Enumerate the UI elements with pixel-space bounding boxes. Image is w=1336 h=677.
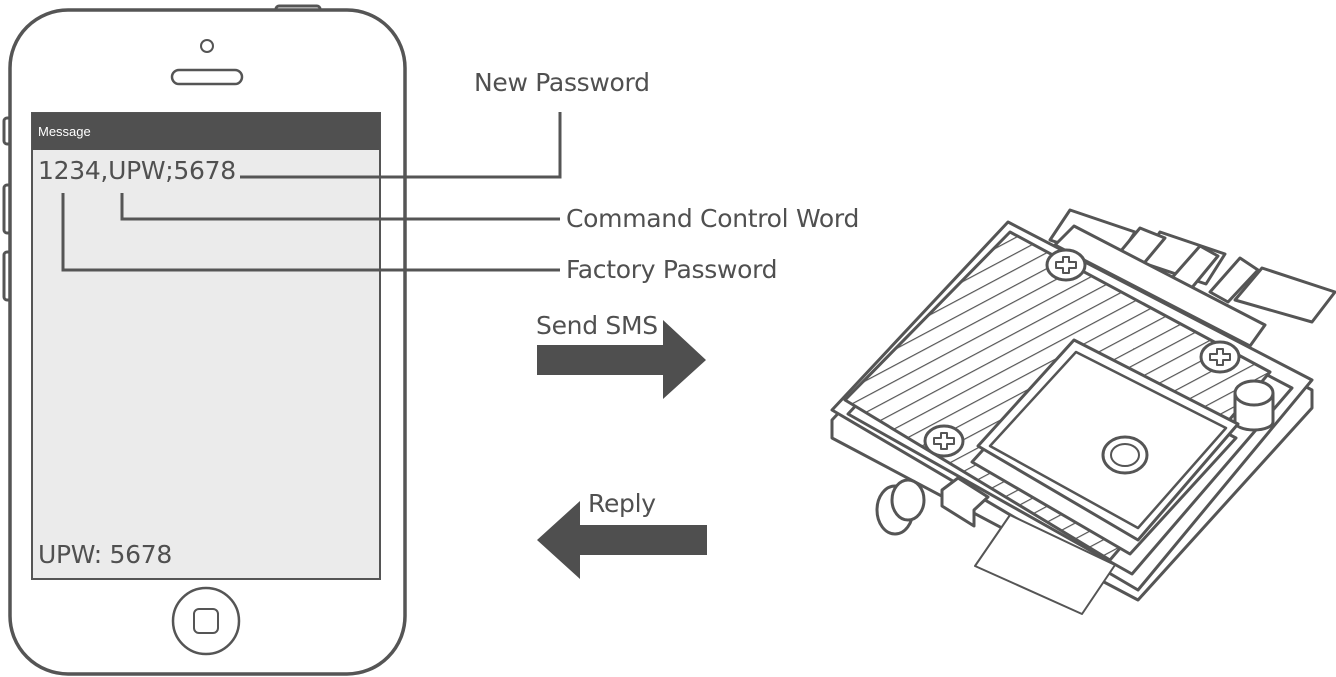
home-button-square-icon (193, 608, 219, 634)
capacitor-top (1233, 379, 1275, 407)
reply-arrow (537, 501, 707, 579)
phone-screen (31, 112, 381, 580)
antenna-feed-inner (1110, 443, 1140, 467)
connector-tab-3 (1233, 266, 1336, 324)
home-button[interactable] (171, 586, 241, 656)
callout-line-command-control-word (120, 193, 560, 221)
phone-device (2, 4, 407, 676)
gps-tracker-device (830, 208, 1336, 615)
small-connector (940, 476, 990, 528)
screw-top (1045, 248, 1087, 282)
label-send-sms: Send SMS (536, 311, 658, 340)
connector-pin-3 (1208, 256, 1260, 304)
send-arrow (537, 320, 706, 399)
phone-camera (200, 39, 214, 53)
label-command-control-word: Command Control Word (566, 204, 860, 233)
callout-line-new-password (240, 112, 562, 179)
callout-line-factory-password (61, 193, 560, 272)
label-factory-password: Factory Password (566, 255, 778, 284)
ribbon-label (974, 514, 1116, 615)
antenna-patch (988, 350, 1228, 530)
phone-speaker (170, 68, 244, 86)
screw-right (1199, 340, 1241, 374)
label-reply: Reply (588, 489, 656, 518)
screw-left (923, 424, 965, 458)
screen-header-bar (32, 113, 380, 150)
callout-lines (61, 112, 562, 272)
shield-rail (1053, 224, 1267, 348)
screen-header-title: Message (38, 124, 91, 139)
label-new-password: New Password (474, 68, 650, 97)
received-reply-message: UPW: 5678 (38, 540, 172, 569)
sent-sms-message: 1234,UPW;5678 (38, 156, 236, 185)
